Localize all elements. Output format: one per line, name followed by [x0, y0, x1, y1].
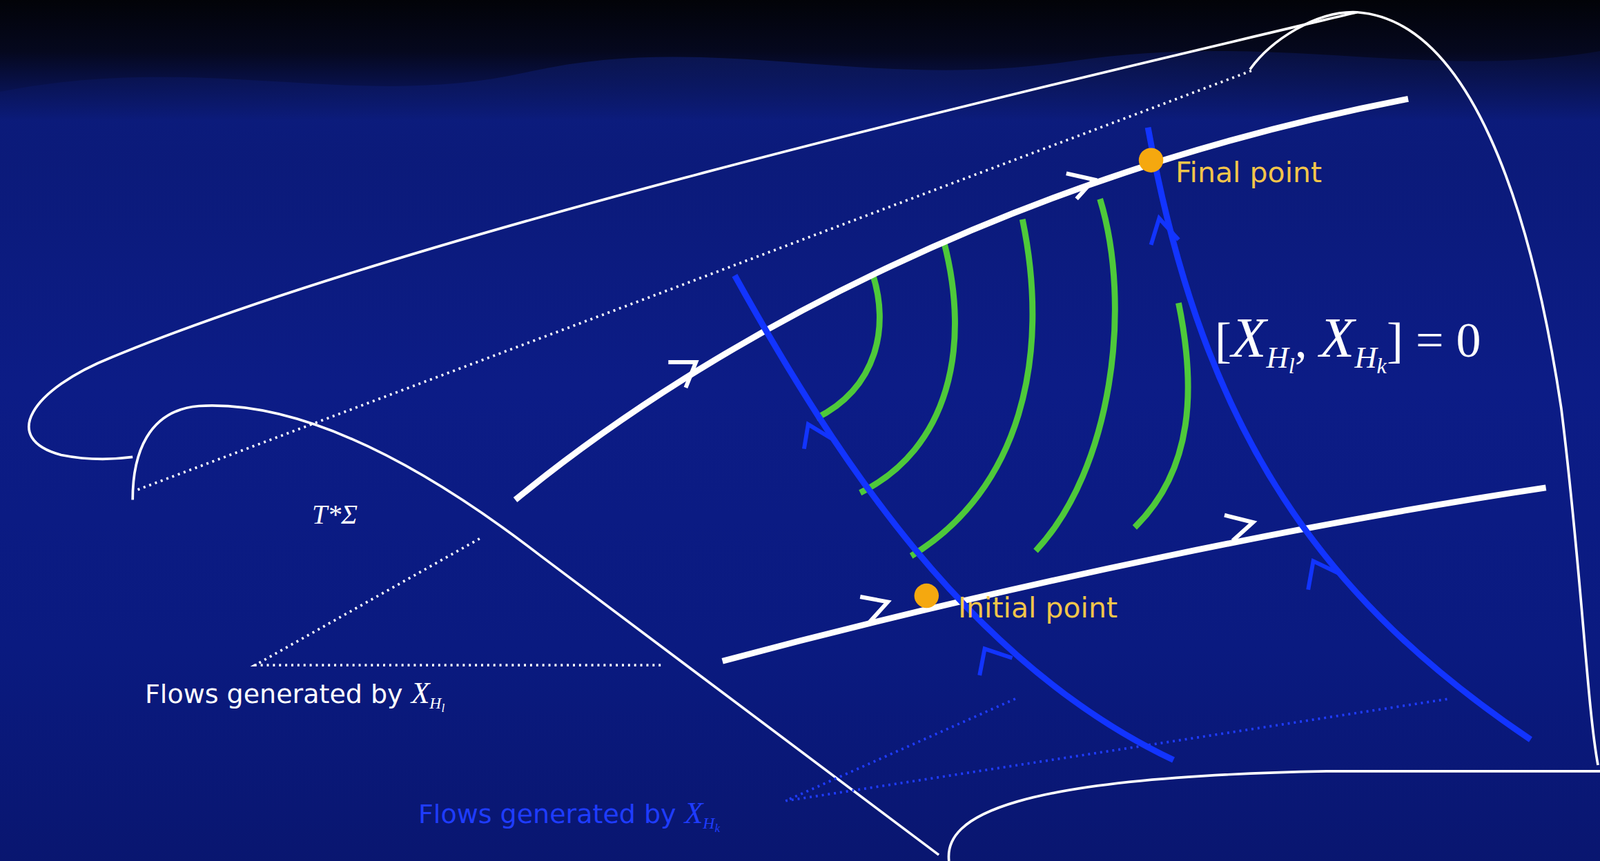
- commutator-formula: H: [1354, 340, 1377, 375]
- hk-flows: [734, 127, 1531, 761]
- flow-caption: H: [429, 694, 442, 713]
- dotted-line: [138, 69, 1256, 491]
- hl-arrowheads: [668, 173, 1253, 623]
- flow-caption: X: [684, 796, 704, 830]
- commutator-formula: ,: [1294, 312, 1320, 368]
- initial-dot: [914, 583, 939, 609]
- green-curves: [816, 198, 1189, 557]
- flow-caption: Flows generated by: [144, 679, 412, 710]
- manifold-name: T*Σ: [311, 499, 358, 531]
- flow-caption-group: Flows generated by XHl: [144, 675, 445, 716]
- final-dot: [1138, 147, 1164, 172]
- flow-caption: H: [702, 814, 715, 833]
- commutator-formula: l: [1288, 353, 1295, 379]
- point-label-group: Final point: [1175, 155, 1322, 190]
- flow-caption: X: [411, 676, 431, 710]
- commutator-formula: X: [1319, 305, 1355, 370]
- hl-flows: [515, 98, 1547, 662]
- leader-lines: [255, 539, 664, 666]
- point-label: Initial point: [958, 591, 1118, 625]
- leader-lines-blue: [785, 699, 1449, 802]
- flow-caption: l: [441, 701, 445, 716]
- manifold-name-group: T*Σ: [311, 498, 358, 532]
- point-label: Final point: [1175, 155, 1322, 190]
- flow-caption: Flows generated by: [418, 799, 685, 830]
- hk-arrowheads: [804, 218, 1340, 676]
- point-label-group: Initial point: [958, 591, 1118, 626]
- flow-caption: k: [714, 822, 720, 836]
- manifold-outline: [28, 12, 1600, 861]
- flow-caption-group: Flows generated by XHk: [418, 795, 720, 836]
- commutator-formula: X: [1231, 305, 1267, 370]
- background-wave: [0, 51, 1600, 184]
- commutator-formula-group: [XHl, XHk] = 0: [1214, 303, 1482, 380]
- commutator-formula: k: [1377, 353, 1387, 379]
- commutator-formula: [: [1214, 312, 1232, 368]
- commutator-formula: H: [1266, 340, 1289, 375]
- commutator-formula: ] = 0: [1386, 312, 1482, 368]
